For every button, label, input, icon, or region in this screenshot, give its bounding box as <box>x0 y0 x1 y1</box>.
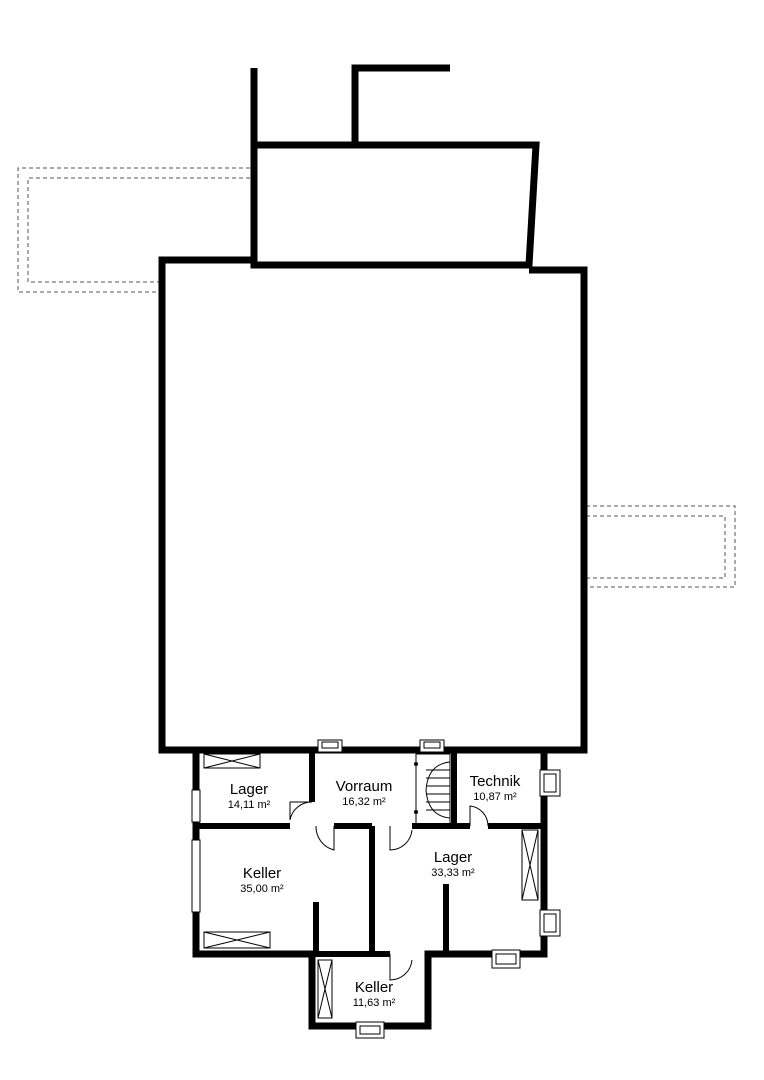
room-area-vorraum: 16,32 m² <box>342 796 386 808</box>
staircase <box>414 753 451 825</box>
windows <box>191 739 561 1039</box>
fixtures <box>203 753 539 1019</box>
door-keller-vorraum <box>315 825 335 851</box>
room-name-keller-1: Keller <box>243 865 281 882</box>
main-building-outline <box>158 256 588 754</box>
dashed-outline-right <box>586 505 736 588</box>
interior-walls <box>196 750 544 957</box>
door-vorraum-lager <box>389 826 413 851</box>
door-keller-small <box>389 954 413 981</box>
window-left-keller <box>191 839 201 913</box>
room-area-lager-2: 33,33 m² <box>431 867 475 879</box>
room-area-technik: 10,87 m² <box>473 791 517 803</box>
room-name-keller-2: Keller <box>355 979 393 996</box>
room-name-vorraum: Vorraum <box>336 778 393 795</box>
dashed-outline-left <box>17 167 250 293</box>
room-name-technik: Technik <box>470 773 521 790</box>
room-area-keller-2: 11,63 m² <box>353 997 396 1009</box>
room-area-lager-1: 14,11 m² <box>228 799 271 811</box>
side-note-label: Maßstabsskizze <box>543 862 549 906</box>
door-technik <box>469 805 489 827</box>
upper-wing-walls <box>250 64 540 269</box>
window-left-lager <box>191 789 201 823</box>
door-lager-vorraum <box>289 801 313 821</box>
doors <box>289 801 489 981</box>
room-name-lager-1: Lager <box>230 781 268 798</box>
room-name-lager-2: Lager <box>434 849 472 866</box>
room-area-keller-1: 35,00 m² <box>240 883 284 895</box>
